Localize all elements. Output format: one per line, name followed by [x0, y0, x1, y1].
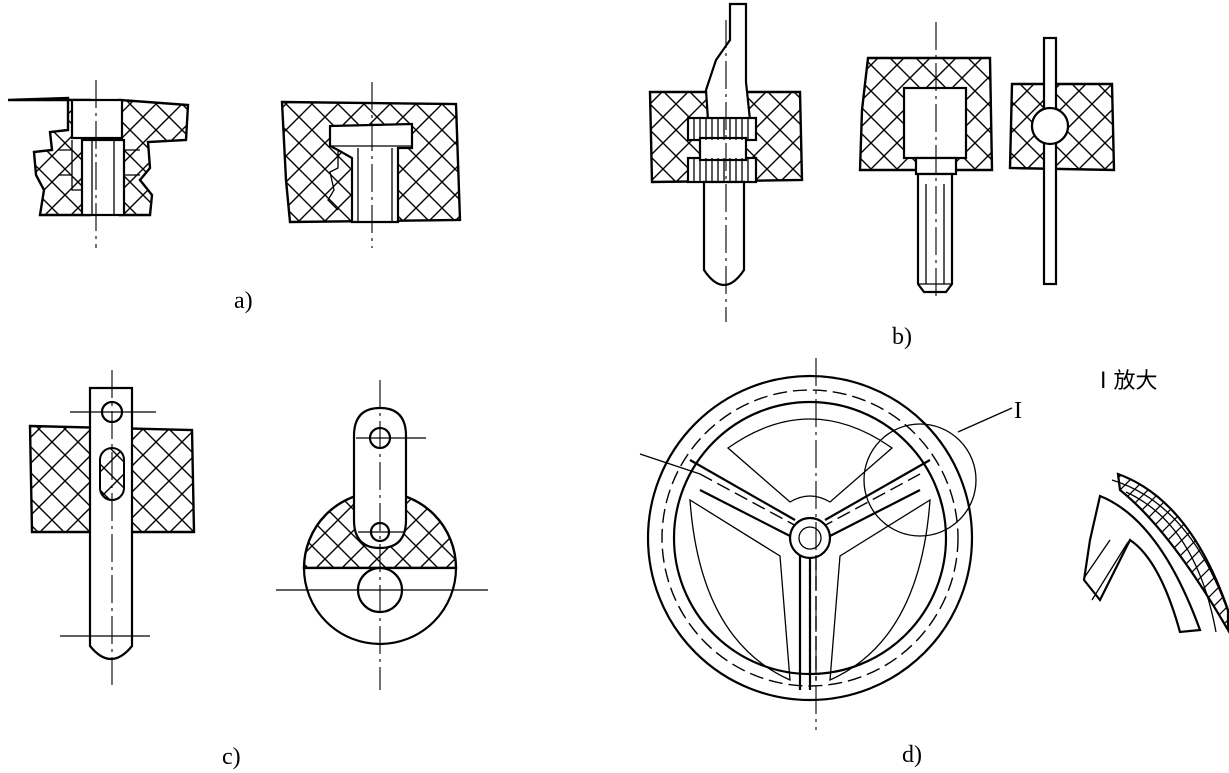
panel-b: b)	[648, 2, 1116, 350]
panel-c: c)	[28, 370, 488, 770]
panel-c-lever-cam	[276, 380, 488, 690]
panel-a-left-insert	[7, 80, 190, 248]
panel-c-slotted-bar	[28, 370, 196, 688]
panel-b-knurled-pin	[648, 2, 804, 322]
detail-caption: I 放大	[1100, 369, 1157, 394]
label-a: a)	[234, 288, 253, 314]
panel-a: a)	[7, 80, 462, 314]
panel-b-ball-pin	[1008, 36, 1116, 286]
detail-marker: I	[1014, 398, 1022, 424]
label-d: d)	[902, 742, 922, 768]
label-b: b)	[892, 324, 912, 350]
handwheel	[639, 358, 1013, 730]
panel-d: I I 放大 d)	[639, 358, 1229, 768]
panel-a-right-insert	[280, 82, 462, 248]
detail-enlarged-rim	[1082, 472, 1229, 634]
panel-b-threaded-stud	[858, 22, 994, 300]
label-c: c)	[222, 744, 241, 770]
